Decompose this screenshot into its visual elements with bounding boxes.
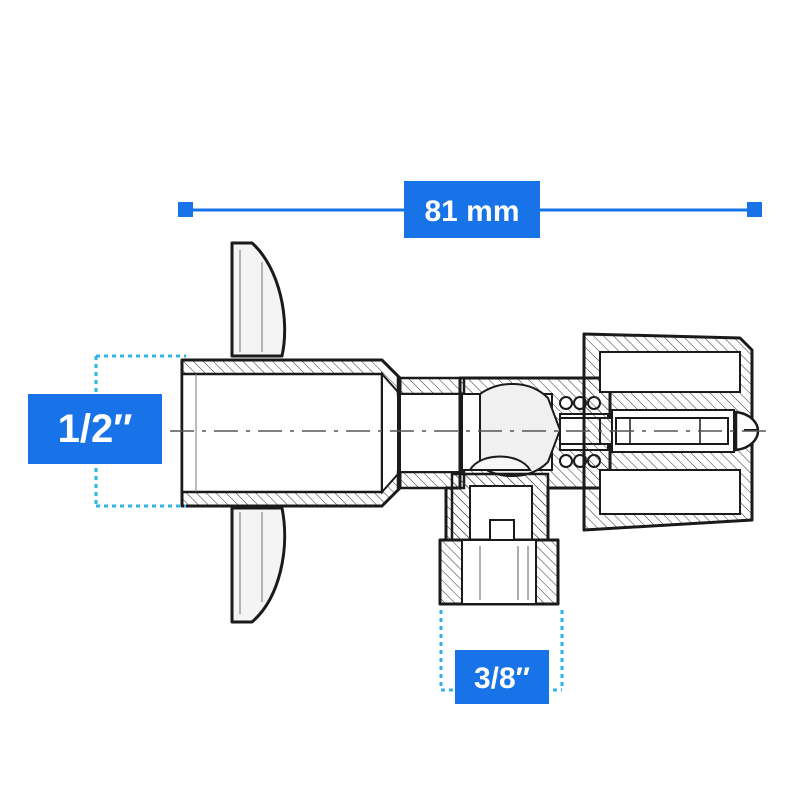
outlet-size-label: 3/8″ (474, 662, 530, 695)
inlet-size-label: 1/2″ (58, 407, 133, 451)
dimension-overall-length: 81 mm (178, 181, 762, 238)
overall-length-badge (404, 181, 540, 238)
handle-shading (239, 250, 263, 614)
outlet-size-badge (455, 650, 549, 704)
dimension-inlet-size: 1/2″ (28, 354, 186, 508)
inlet-body (180, 358, 402, 508)
overall-length-label: 81 mm (424, 195, 519, 228)
handle-flange (230, 241, 287, 624)
valve-neck (396, 376, 466, 490)
dimension-outlet-size: 3/8″ (439, 610, 564, 704)
knob (582, 332, 754, 532)
outlet-body (438, 472, 560, 606)
inlet-size-badge (28, 394, 162, 464)
